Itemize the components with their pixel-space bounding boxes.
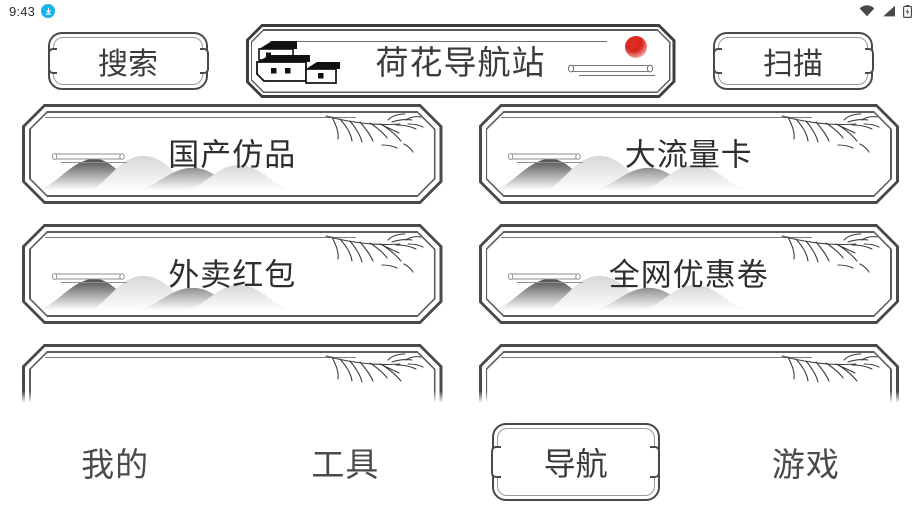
chinese-houses-icon <box>256 36 342 91</box>
scan-button-label: 扫描 <box>763 48 823 81</box>
frame-ear-left <box>491 445 502 478</box>
bamboo-branch-icon <box>778 233 886 284</box>
card-hairline <box>45 117 356 118</box>
category-card[interactable]: 外卖红包 <box>22 224 443 324</box>
nav-item-games[interactable]: 游戏 <box>691 405 921 518</box>
status-bar-left: 9:43 <box>9 3 56 19</box>
card-face <box>31 233 434 316</box>
nav-item-label: 导航 <box>543 445 608 482</box>
nav-item-label: 我的 <box>81 445 150 483</box>
status-bar: 9:43 <box>0 0 921 22</box>
scroll-line-icon <box>505 271 587 292</box>
card-hairline <box>501 237 812 238</box>
bottom-navigation: 我的 工具 导航 游戏 <box>0 405 921 518</box>
scroll-line-icon <box>49 151 131 172</box>
card-face <box>31 113 434 196</box>
card-face <box>487 113 890 196</box>
bamboo-branch-icon <box>322 353 430 404</box>
nav-item-navigation[interactable]: 导航 <box>461 405 691 518</box>
ink-mountains-icon <box>39 264 409 315</box>
nav-active-frame[interactable]: 导航 <box>491 422 661 501</box>
category-card[interactable]: 大流量卡 <box>479 104 900 204</box>
bamboo-branch-icon <box>778 353 886 404</box>
nav-item-tools[interactable]: 工具 <box>230 405 460 518</box>
nav-item-label: 游戏 <box>771 445 840 483</box>
scan-button[interactable]: 扫描 <box>712 32 874 90</box>
download-icon <box>41 4 56 18</box>
bamboo-branch-icon <box>322 233 430 284</box>
nav-item-label: 工具 <box>311 445 380 483</box>
card-face <box>487 233 890 316</box>
category-card[interactable]: 全网优惠卷 <box>479 224 900 324</box>
card-hairline <box>45 237 356 238</box>
signal-icon <box>882 5 896 17</box>
card-hairline <box>501 117 812 118</box>
top-bar: 搜索 <box>0 22 921 100</box>
card-hairline <box>45 357 356 358</box>
frame-ear-left <box>712 48 722 74</box>
frame-ear-right <box>864 48 874 74</box>
frame-ear-right <box>199 48 209 74</box>
scroll-line-icon <box>505 151 587 172</box>
red-sun-icon <box>625 36 647 58</box>
app-title-plaque: 荷花导航站 <box>246 24 676 98</box>
status-time: 9:43 <box>9 3 36 19</box>
ink-mountains-icon <box>495 264 865 315</box>
battery-icon <box>903 4 912 18</box>
category-card[interactable]: 国产仿品 <box>22 104 443 204</box>
bamboo-branch-icon <box>322 113 430 164</box>
scroll-line-icon <box>49 271 131 292</box>
frame-ear-left <box>47 48 57 74</box>
frame-ear-right <box>650 445 661 478</box>
ink-mountains-icon <box>495 144 865 195</box>
status-bar-right <box>859 4 912 18</box>
scroll-rod-icon <box>565 61 657 86</box>
plaque-inner-face <box>252 31 669 92</box>
nav-item-mine[interactable]: 我的 <box>0 405 230 518</box>
ink-mountains-icon <box>39 144 409 195</box>
search-button[interactable]: 搜索 <box>47 32 209 90</box>
card-hairline <box>501 357 812 358</box>
wifi-icon <box>859 5 875 17</box>
scroll-fade-overlay <box>0 391 921 405</box>
search-button-label: 搜索 <box>98 48 158 81</box>
plaque-hairline <box>270 41 607 42</box>
bamboo-branch-icon <box>778 113 886 164</box>
